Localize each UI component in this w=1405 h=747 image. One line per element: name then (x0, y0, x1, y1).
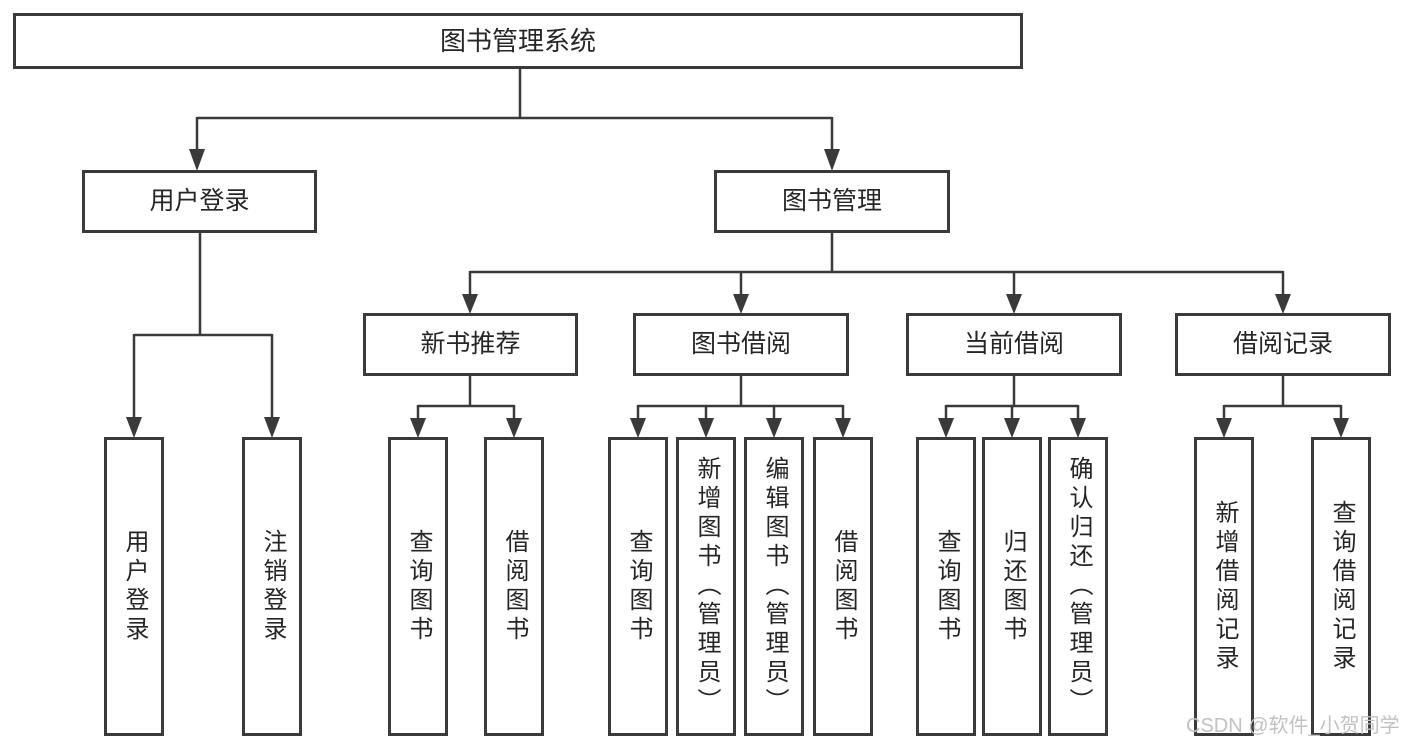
csdn-watermark: CSDN @软件_小贺同学 (1186, 715, 1400, 737)
leaf-add-books-admin: 新增图书（管理员） (676, 437, 736, 736)
leaf-borrow-books-recommend: 借阅图书 (484, 437, 544, 736)
leaf-borrow-books-borrow: 借阅图书 (813, 437, 873, 736)
node-label: 新书推荐 (420, 330, 521, 358)
node-label: 用户登录 (149, 187, 250, 215)
node-label: 查询图书 (933, 528, 960, 645)
node-book-management: 图书管理 (714, 170, 950, 233)
leaf-query-books-current: 查询图书 (916, 437, 976, 736)
node-label: 新增图书（管理员） (693, 456, 720, 717)
node-borrowing-records: 借阅记录 (1175, 313, 1391, 376)
node-label: 查询图书 (625, 528, 652, 645)
node-label: 图书管理 (781, 187, 882, 215)
node-label: 新增借阅记录 (1211, 499, 1238, 674)
leaf-edit-books-admin: 编辑图书（管理员） (744, 437, 804, 736)
leaf-logout: 注销登录 (242, 437, 302, 736)
leaf-query-books-borrow: 查询图书 (608, 437, 668, 736)
node-label: 图书管理系统 (439, 26, 596, 56)
leaf-query-borrow-record: 查询借阅记录 (1311, 437, 1371, 736)
node-label: 借阅记录 (1232, 330, 1333, 358)
node-label: 用户登录 (121, 528, 148, 645)
node-label: 查询借阅记录 (1328, 499, 1355, 674)
leaf-user-login: 用户登录 (104, 437, 164, 736)
node-book-borrowing: 图书借阅 (633, 313, 849, 376)
node-label: 归还图书 (999, 528, 1026, 645)
leaf-query-books-recommend: 查询图书 (388, 437, 448, 736)
node-library-management-system: 图书管理系统 (13, 13, 1023, 69)
node-label: 当前借阅 (963, 330, 1064, 358)
node-label: 查询图书 (405, 528, 432, 645)
leaf-add-borrow-record: 新增借阅记录 (1194, 437, 1254, 736)
node-label: 借阅图书 (830, 528, 857, 645)
leaf-return-books: 归还图书 (982, 437, 1042, 736)
node-label: 注销登录 (259, 528, 286, 645)
node-label: 图书借阅 (690, 330, 791, 358)
node-label: 编辑图书（管理员） (761, 456, 788, 717)
node-new-book-recommend: 新书推荐 (363, 313, 578, 376)
node-label: 确认归还（管理员） (1065, 456, 1092, 717)
node-label: 借阅图书 (501, 528, 528, 645)
node-current-borrowing: 当前借阅 (906, 313, 1122, 376)
leaf-confirm-return-admin: 确认归还（管理员） (1048, 437, 1108, 736)
node-user-login: 用户登录 (82, 170, 317, 233)
